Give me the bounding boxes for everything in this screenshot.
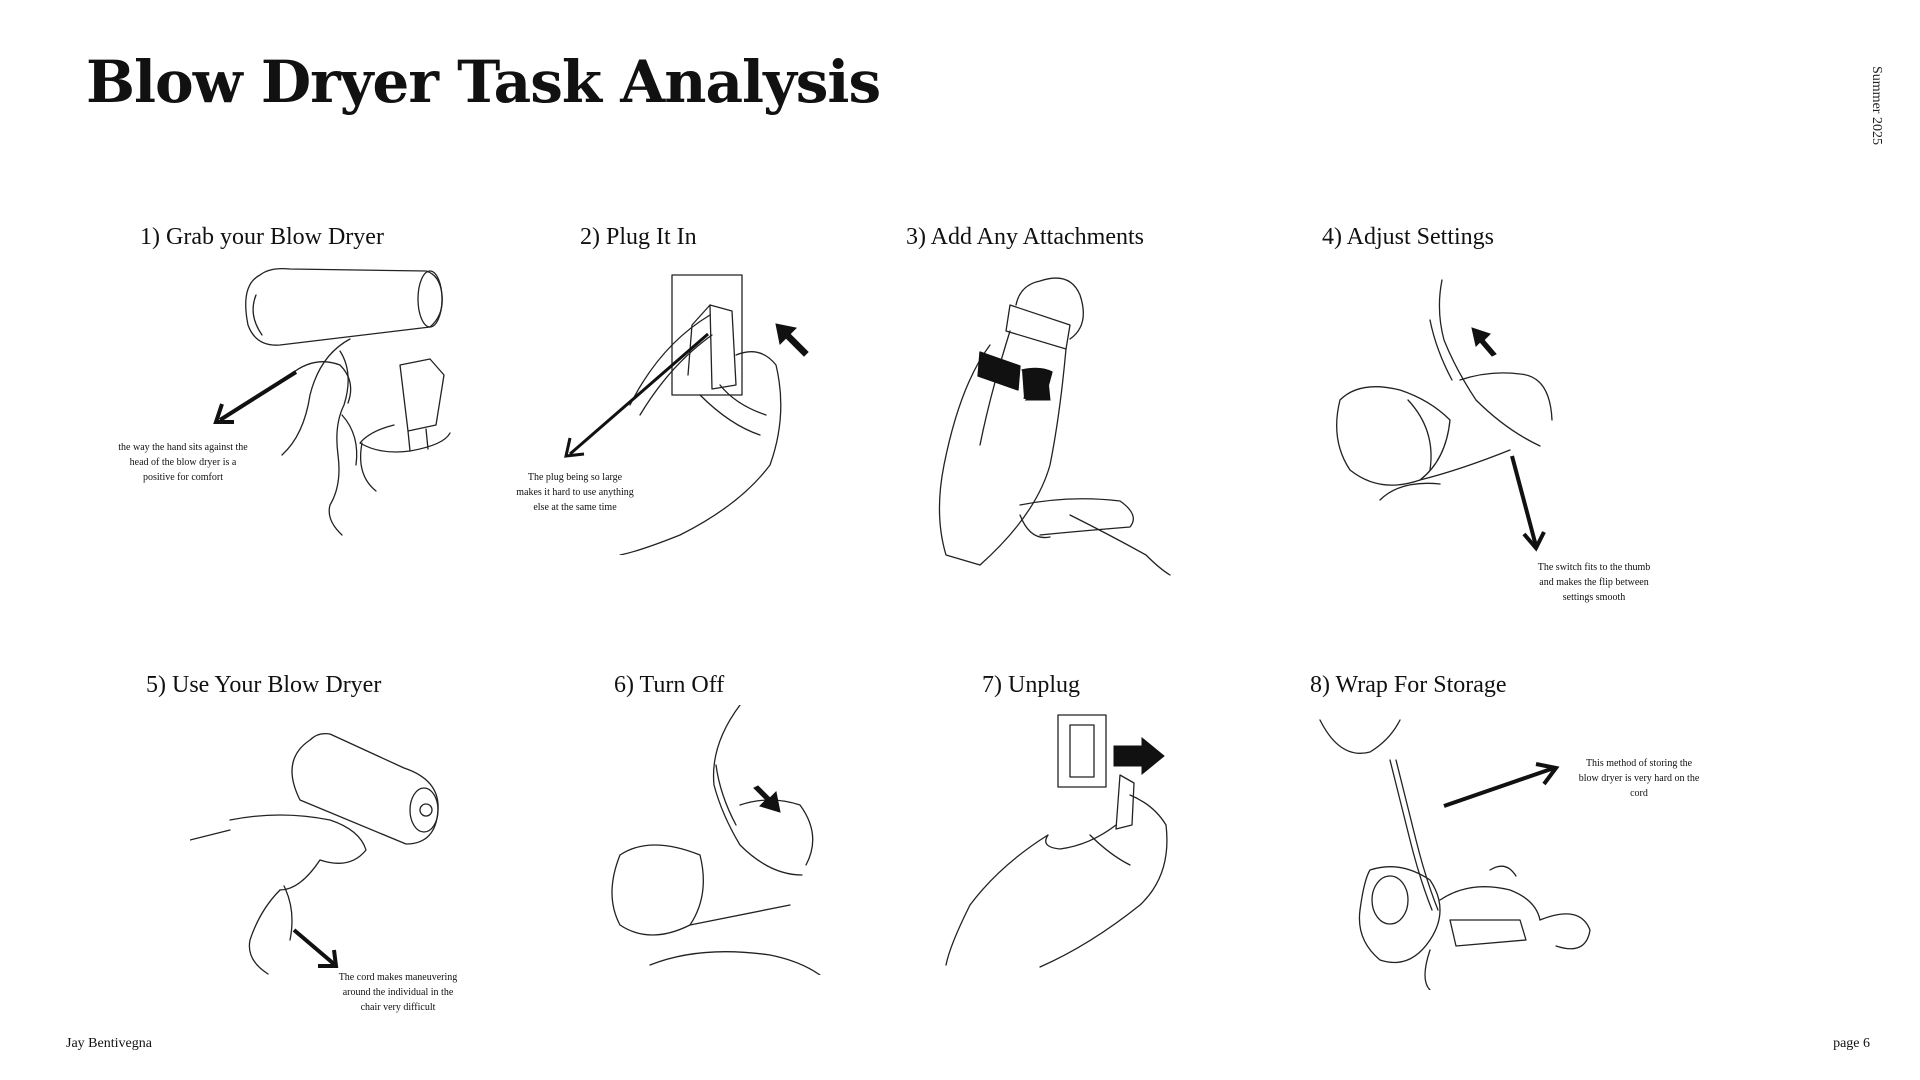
arrow-step-8	[1440, 762, 1560, 812]
arrow-step-2-push	[774, 322, 812, 356]
step-8-sketch	[1310, 700, 1610, 990]
step-7-label: 7) Unplug	[982, 672, 1080, 699]
step-5-label: 5) Use Your Blow Dryer	[146, 672, 381, 699]
arrow-step-2	[562, 330, 712, 460]
footer-author: Jay Bentivegna	[66, 1036, 152, 1052]
arrow-step-6-switch	[752, 786, 782, 814]
step-1-note: the way the hand sits against the head o…	[118, 440, 248, 485]
step-4-label: 4) Adjust Settings	[1322, 224, 1494, 251]
step-2-label: 2) Plug It In	[580, 224, 697, 251]
side-date-label: Summer 2025	[1868, 66, 1884, 145]
step-1-label: 1) Grab your Blow Dryer	[140, 224, 384, 251]
page-number: page 6	[1833, 1036, 1870, 1052]
step-6-sketch	[590, 705, 830, 975]
step-3-sketch	[920, 265, 1180, 580]
arrow-step-4-switch	[1470, 326, 1502, 356]
arrow-step-1	[210, 368, 300, 428]
step-6-label: 6) Turn Off	[614, 672, 724, 699]
arrow-step-5	[290, 926, 340, 970]
arrow-step-3-twist	[1018, 370, 1058, 410]
step-8-label: 8) Wrap For Storage	[1310, 672, 1507, 699]
page-title: Blow Dryer Task Analysis	[86, 48, 880, 118]
step-4-note: The switch fits to the thumb and makes t…	[1532, 560, 1656, 605]
step-3-label: 3) Add Any Attachments	[906, 224, 1144, 251]
arrow-step-4	[1508, 452, 1548, 552]
arrow-step-7-pull	[1112, 738, 1166, 774]
